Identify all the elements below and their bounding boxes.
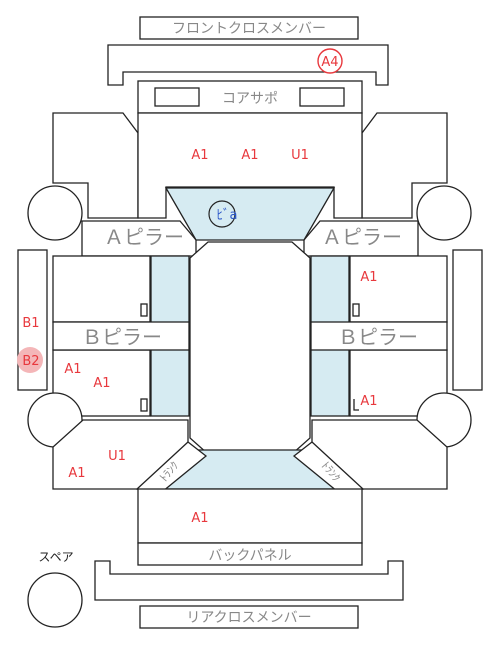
svg-text:U1: U1 xyxy=(108,449,126,464)
right-front-wheel[interactable] xyxy=(416,185,472,241)
svg-text:U1: U1 xyxy=(291,148,309,163)
right-rear-door-handle xyxy=(353,399,359,411)
left-a-pillar-label: Ａピラー xyxy=(104,225,184,249)
svg-text:A1: A1 xyxy=(241,148,258,163)
core-support-label: コアサポ xyxy=(222,91,278,107)
trunk-lid[interactable] xyxy=(137,488,363,544)
windshield[interactable] xyxy=(164,187,336,241)
rear-cross-member-label: リアクロスメンバー xyxy=(186,610,311,626)
svg-text:A1: A1 xyxy=(191,148,208,163)
svg-text:A1: A1 xyxy=(64,362,81,377)
svg-text:B1: B1 xyxy=(22,316,39,331)
svg-text:A1: A1 xyxy=(93,376,110,391)
left-rear-door-handle xyxy=(140,398,148,412)
right-front-door-handle xyxy=(352,303,360,317)
left-front-fender[interactable] xyxy=(52,112,139,219)
rear-bumper[interactable] xyxy=(94,560,404,601)
right-b-pillar-label: Ｂピラー xyxy=(338,325,418,349)
left-front-wheel[interactable] xyxy=(27,185,83,241)
left-b-pillar[interactable]: Ｂピラー xyxy=(52,321,190,351)
left-b-pillar-label: Ｂピラー xyxy=(82,325,162,349)
right-b-pillar[interactable]: Ｂピラー xyxy=(310,321,448,351)
right-front-door[interactable] xyxy=(349,255,448,323)
front-cross-member[interactable]: フロントクロスメンバー xyxy=(139,16,359,40)
back-panel[interactable]: バックパネル xyxy=(137,542,363,566)
core-support[interactable]: コアサポ xyxy=(137,80,363,114)
svg-text:A1: A1 xyxy=(191,511,208,526)
right-a-pillar-label: Ａピラー xyxy=(322,225,402,249)
front-cross-member-label: フロントクロスメンバー xyxy=(172,21,326,37)
svg-text:B2: B2 xyxy=(22,354,39,369)
rear-cross-member[interactable]: リアクロスメンバー xyxy=(139,605,359,629)
svg-text:A4: A4 xyxy=(321,55,338,70)
svg-text:ﾋﾞa: ﾋﾞa xyxy=(217,208,238,223)
roof-mark: ﾋﾞa xyxy=(208,200,238,228)
hood[interactable] xyxy=(137,112,363,219)
b2-highlight xyxy=(17,347,43,373)
roof[interactable] xyxy=(189,241,311,455)
right-a-pillar[interactable]: Ａピラー xyxy=(303,220,419,257)
right-front-fender[interactable] xyxy=(361,112,448,219)
spare-label: スペア xyxy=(38,550,73,564)
left-front-door-handle xyxy=(140,303,148,317)
left-rear-door[interactable] xyxy=(52,349,151,417)
left-a-pillar[interactable]: Ａピラー xyxy=(81,220,197,257)
svg-text:A1: A1 xyxy=(360,270,377,285)
right-side-sill[interactable] xyxy=(452,249,483,391)
front-bumper[interactable] xyxy=(107,44,389,86)
back-panel-label: バックパネル xyxy=(208,548,291,564)
spare-tire[interactable]: スペア xyxy=(27,550,83,628)
a4-mark: A4 xyxy=(317,48,343,74)
svg-text:A1: A1 xyxy=(68,466,85,481)
svg-text:A1: A1 xyxy=(360,394,377,409)
left-front-door[interactable] xyxy=(52,255,151,323)
